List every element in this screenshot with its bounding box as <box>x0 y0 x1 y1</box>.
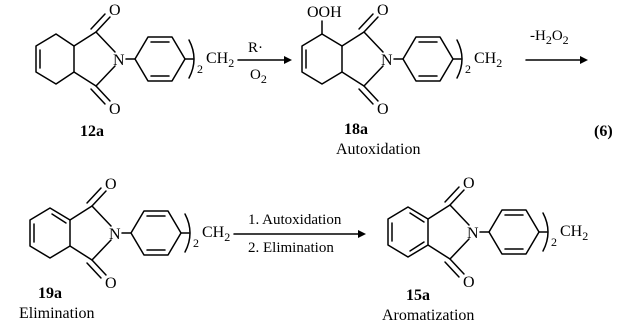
repeat-count: 2 <box>193 236 199 250</box>
oxygen-atom: O <box>109 101 121 118</box>
imide-ring <box>69 205 112 261</box>
oxygen-reagent: O2 <box>250 67 267 86</box>
repeat-bracket <box>188 39 195 79</box>
nitrogen-atom: N <box>381 52 393 69</box>
cyclohexene-ring <box>35 33 75 85</box>
oxygen-atom: O <box>105 176 117 193</box>
reaction-arrow-2: -H2O2 <box>525 28 588 64</box>
oxygen-atom: O <box>463 274 475 291</box>
benzene-ring <box>387 206 429 258</box>
methylene-group: CH2 <box>560 223 588 243</box>
repeat-count: 2 <box>465 62 471 76</box>
ring-double-bond <box>409 241 425 252</box>
compound-caption: Elimination <box>19 305 95 322</box>
oxygen-atom: O <box>377 2 389 19</box>
nitrogen-atom: N <box>113 52 125 69</box>
imide-ring <box>341 31 384 87</box>
ring-double-bond <box>409 212 425 223</box>
imide-ring <box>73 31 116 87</box>
methylene-group: CH2 <box>202 224 230 244</box>
compound-12a: O O N 2 CH2 12a <box>35 2 234 140</box>
compound-label: 15a <box>406 287 430 304</box>
step-2-label: 2. Elimination <box>248 240 334 256</box>
cyclohexadiene-ring <box>29 207 71 259</box>
compound-18a: OOH O O N 2 CH2 18a Autoxidation <box>301 2 502 158</box>
repeat-bracket <box>542 212 549 252</box>
phenylene-ring <box>134 36 186 82</box>
compound-label: 19a <box>38 285 62 302</box>
phenylene-ring <box>130 210 182 256</box>
compound-caption: Aromatization <box>382 307 474 323</box>
repeat-count: 2 <box>551 235 557 249</box>
ring-double-bond <box>51 213 67 224</box>
oxygen-atom: O <box>105 275 117 292</box>
cyclohexene-ring <box>301 33 343 85</box>
phenylene-ring <box>402 36 454 82</box>
compound-15a: O O N 2 CH2 15a Aromatization <box>382 175 588 323</box>
repeat-bracket <box>456 39 463 79</box>
repeat-bracket <box>184 213 191 253</box>
nitrogen-atom: N <box>467 225 479 242</box>
nitrogen-atom: N <box>109 226 121 243</box>
imide-ring <box>427 204 470 260</box>
compound-19a: O O N 2 CH2 19a Elimination <box>19 176 230 322</box>
oxygen-atom: O <box>463 175 475 192</box>
radical-initiator: R· <box>248 40 263 56</box>
reaction-arrow-3: 1. Autoxidation 2. Elimination <box>233 212 366 256</box>
equation-number: (6) <box>594 123 613 140</box>
oxygen-atom: O <box>109 2 121 19</box>
step-1-label: 1. Autoxidation <box>248 212 342 228</box>
repeat-count: 2 <box>197 62 203 76</box>
reaction-arrow-1: R· O2 <box>237 40 292 86</box>
compound-label: 12a <box>80 123 104 140</box>
methylene-group: CH2 <box>206 50 234 70</box>
hydroperoxy-group: OOH <box>307 4 342 21</box>
compound-caption: Autoxidation <box>336 141 420 158</box>
phenylene-ring <box>488 209 540 255</box>
oxygen-atom: O <box>377 101 389 118</box>
methylene-group: CH2 <box>474 50 502 70</box>
hydrogen-peroxide-loss: -H2O2 <box>530 28 569 47</box>
compound-label: 18a <box>344 121 368 138</box>
